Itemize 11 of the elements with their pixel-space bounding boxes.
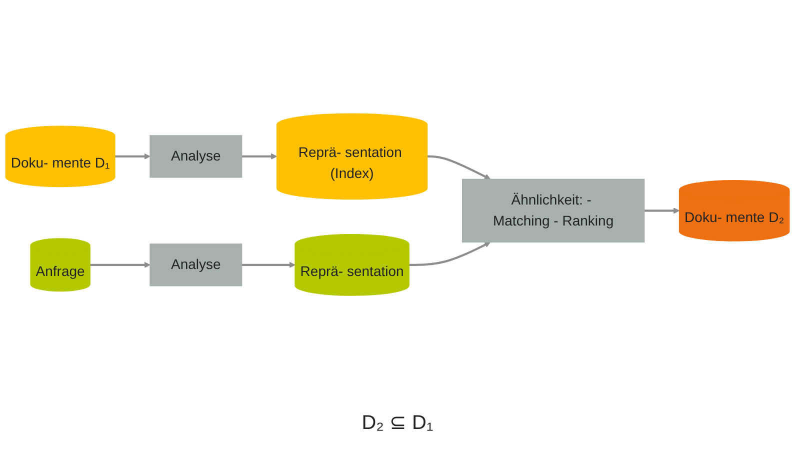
arrow [644, 208, 680, 214]
arrow [409, 242, 491, 266]
node-box: Ähnlichkeit: - Matching - Ranking [462, 179, 645, 243]
subset-note: D₂ ⊆ D₁ [362, 412, 434, 434]
node-box: Analyse [150, 244, 242, 287]
arrow [242, 154, 278, 160]
arrow [115, 154, 150, 160]
arrow [90, 262, 150, 268]
arrow [427, 156, 491, 180]
node-box: Analyse [150, 136, 242, 178]
arrow [242, 262, 296, 268]
